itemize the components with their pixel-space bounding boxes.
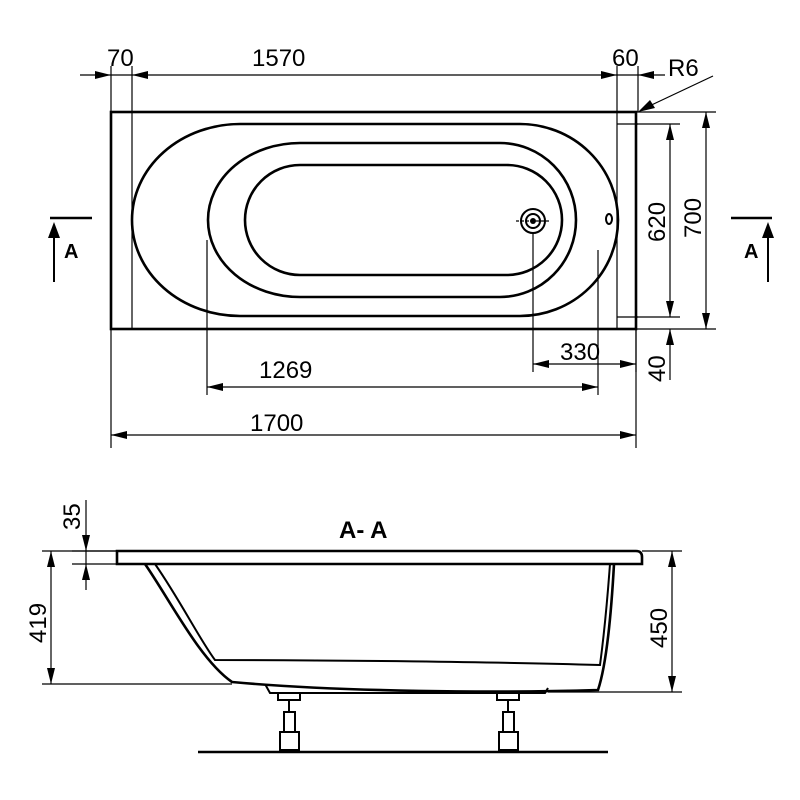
dim-bottom-rim-label: 40 <box>644 355 671 382</box>
dim-right-widths: 620 700 <box>636 111 716 330</box>
tub-shell-inner <box>154 563 611 667</box>
drain-icon <box>516 208 550 234</box>
dim-outer-width: 700 <box>680 198 707 238</box>
dim-right-rim: 60 <box>612 45 639 72</box>
dim-rim-thickness-label: 35 <box>59 503 86 530</box>
dim-inner-width: 620 <box>644 202 671 242</box>
section-marker-right-label: A <box>744 241 758 263</box>
dim-drain-offset-label: 330 <box>560 339 600 366</box>
tub-floor <box>243 163 564 277</box>
section-view: A- A 35 <box>25 500 682 754</box>
tub-shell-outer <box>143 563 616 693</box>
top-view: A A 70 1570 60 R6 <box>48 45 774 448</box>
section-marker-left: A <box>48 216 92 282</box>
dim-radius: R6 <box>638 55 714 112</box>
section-marker-right: A <box>731 216 774 282</box>
tub-outline <box>109 110 638 331</box>
dim-rim-thickness: 35 <box>59 500 117 590</box>
dim-inner-depth: 419 <box>25 550 232 685</box>
support-leg-right <box>496 692 520 751</box>
tub-inner-edge <box>130 122 620 318</box>
tub-rim-section <box>115 549 644 566</box>
dim-floor-length: 1269 <box>206 240 599 395</box>
dim-floor-length-label: 1269 <box>259 357 312 384</box>
overflow-icon <box>605 213 613 225</box>
dim-top-chain: 70 1570 60 <box>80 45 665 112</box>
dim-total-height-label: 450 <box>646 608 673 648</box>
dim-outer-length: 1700 <box>110 329 637 448</box>
dim-drain-offset: 330 <box>532 233 637 372</box>
dim-bottom-rim: 40 <box>644 329 674 382</box>
dim-left-rim: 70 <box>107 45 134 72</box>
dim-inner-length: 1570 <box>252 45 305 72</box>
dim-inner-depth-label: 419 <box>25 603 52 643</box>
dim-total-height: 450 <box>548 550 682 693</box>
dim-radius-label: R6 <box>668 55 699 82</box>
section-marker-left-label: A <box>64 241 78 263</box>
support-leg-left <box>277 692 301 751</box>
dim-outer-length-label: 1700 <box>250 410 303 437</box>
tub-basin-edge <box>206 141 578 299</box>
section-title: A- A <box>339 517 387 544</box>
